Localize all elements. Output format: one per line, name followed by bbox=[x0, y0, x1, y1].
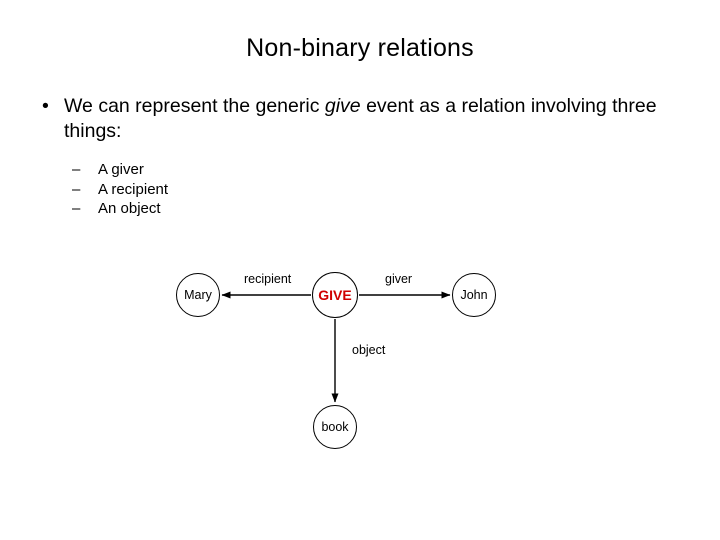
sub-bullet-label: A recipient bbox=[98, 180, 169, 198]
bullet-item-primary: • We can represent the generic give even… bbox=[36, 94, 686, 144]
diagram-edges bbox=[221, 291, 451, 403]
bullet-emphasis: give bbox=[324, 95, 361, 117]
node-book: book bbox=[313, 405, 357, 449]
page-title: Non-binary relations bbox=[246, 34, 474, 62]
sub-bullet-label: A giver bbox=[98, 161, 144, 178]
sub-bullet-item-object: – An object bbox=[72, 199, 472, 219]
sub-bullet-item-giver: – A giver bbox=[72, 160, 472, 180]
edge-label-recipient: recipient bbox=[244, 272, 292, 286]
semantic-network-diagram: Mary GIVE John book recipient giver obje… bbox=[0, 250, 720, 500]
node-label: book bbox=[321, 420, 349, 434]
bullet-list: • We can represent the generic give even… bbox=[36, 94, 686, 144]
node-label: GIVE bbox=[318, 287, 352, 303]
sub-bullet-item-recipient: – A recipient bbox=[72, 180, 472, 200]
sub-bullet-marker: – bbox=[72, 200, 81, 217]
node-give: GIVE bbox=[312, 272, 358, 318]
sub-bullet-marker: – bbox=[72, 161, 81, 178]
node-john: John bbox=[452, 273, 496, 317]
bullet-text-after: event as a relation involving three thin… bbox=[64, 95, 657, 142]
edge-label-giver: giver bbox=[385, 272, 413, 286]
node-mary: Mary bbox=[176, 273, 220, 317]
sub-bullet-list: – A giver – A recipient – An object bbox=[72, 160, 472, 219]
bullet-marker: • bbox=[42, 95, 49, 117]
node-label: John bbox=[460, 288, 488, 302]
sub-bullet-marker: – bbox=[72, 180, 81, 198]
bullet-text-before: We can represent the generic bbox=[64, 95, 325, 117]
edge-label-object: object bbox=[352, 343, 386, 357]
sub-bullet-label: An object bbox=[98, 200, 161, 217]
node-label: Mary bbox=[184, 288, 212, 302]
